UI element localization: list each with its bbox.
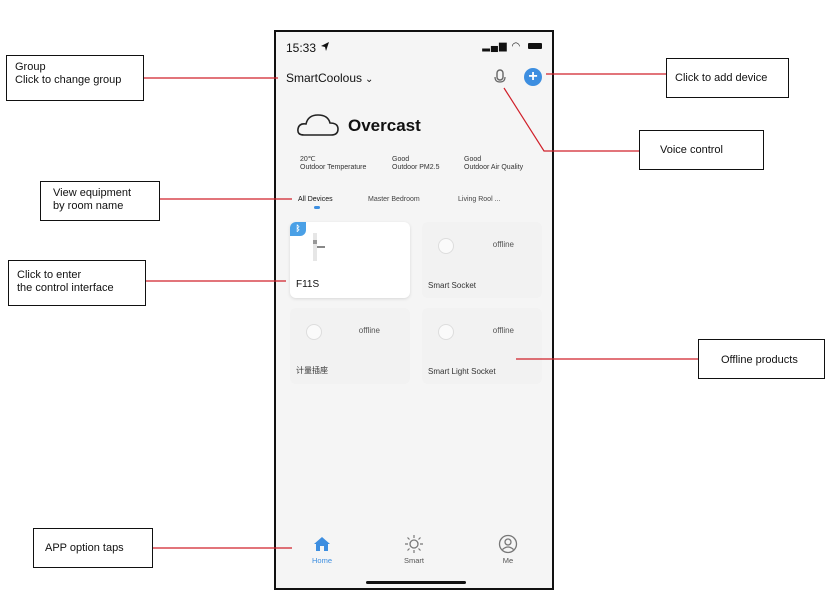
device-status: offline (492, 326, 514, 335)
annotation-text: Click to enter (17, 269, 82, 281)
bluetooth-icon: ᛒ (290, 222, 306, 236)
device-card-smart-socket[interactable]: offline Smart Socket (422, 222, 542, 298)
device-name: 计量插座 (296, 366, 328, 375)
annotation-voice-control: Voice control (639, 130, 764, 170)
stat-label: Outdoor Air Quality (464, 164, 524, 171)
annotation-text: the control interface (17, 281, 114, 294)
stat-label: Outdoor PM2.5 (392, 164, 440, 171)
annotation-app-tabs: APP option taps (33, 528, 153, 568)
annotation-add-device: Click to add device (666, 58, 789, 98)
signal-icon: ▂▄▆ (482, 41, 508, 52)
annotation-text: by room name (53, 199, 124, 212)
weather-summary: Overcast (296, 110, 516, 142)
annotation-text: Voice control (660, 144, 723, 156)
wifi-icon: ◠ (511, 41, 522, 52)
device-placeholder-icon (438, 238, 454, 254)
annotation-text: Group (15, 61, 46, 73)
app-header: SmartCoolous⌄ + (276, 68, 552, 92)
stat-pm25: Good Outdoor PM2.5 (392, 156, 439, 172)
nav-smart[interactable]: Smart (384, 534, 444, 565)
device-card-f11s[interactable]: ᛒ F11S (290, 222, 410, 298)
tab-living-room[interactable]: Living Rool ... (458, 196, 501, 203)
annotation-room-name: View equipment by room name (40, 181, 160, 221)
microphone-icon[interactable] (492, 69, 508, 85)
stat-value: Good (464, 156, 482, 163)
bottom-nav: Home Smart Me (276, 528, 552, 588)
user-icon (498, 534, 518, 554)
device-placeholder-icon (306, 324, 322, 340)
annotation-text: APP option taps (45, 542, 124, 554)
device-status: offline (492, 240, 514, 249)
device-card-metering-socket[interactable]: offline 计量插座 (290, 308, 410, 384)
tab-master-bedroom[interactable]: Master Bedroom (368, 196, 420, 203)
nav-label: Smart (403, 556, 424, 565)
phone-screen: 15:33 ▂▄▆ ◠ SmartCoolous⌄ + Overcast 20℃… (274, 30, 554, 590)
battery-icon (528, 43, 542, 50)
stat-value: Good (392, 156, 410, 163)
tab-all-devices[interactable]: All Devices (298, 196, 333, 203)
annotation-text: Click to change group (15, 73, 122, 86)
location-arrow-icon (321, 42, 329, 51)
nav-label: Home (311, 556, 332, 565)
stat-label: Outdoor Temperature (300, 164, 367, 171)
home-indicator (366, 581, 466, 584)
stat-temperature: 20℃ Outdoor Temperature (300, 156, 366, 172)
nav-label: Me (502, 556, 514, 565)
annotation-text: View equipment (53, 187, 132, 199)
chevron-down-icon: ⌄ (365, 74, 374, 85)
stat-value: 20℃ (300, 156, 316, 163)
add-device-button[interactable]: + (524, 68, 542, 86)
device-placeholder-icon (438, 324, 454, 340)
weather-condition: Overcast (348, 116, 421, 135)
cloud-icon (297, 114, 339, 136)
annotation-offline-products: Offline products (698, 339, 825, 379)
device-name: Smart Light Socket (428, 367, 496, 376)
tab-indicator (314, 206, 320, 209)
annotation-control-interface: Click to enter the control interface (8, 260, 146, 306)
door-lock-icon (313, 233, 325, 261)
device-card-smart-light-socket[interactable]: offline Smart Light Socket (422, 308, 542, 384)
group-selector[interactable]: SmartCoolous⌄ (286, 71, 373, 85)
annotation-text: Offline products (721, 354, 798, 366)
stat-air-quality: Good Outdoor Air Quality (464, 156, 523, 172)
sun-icon (405, 535, 423, 553)
nav-me[interactable]: Me (478, 534, 538, 565)
annotation-group: Group Click to change group (6, 55, 144, 101)
device-name: Smart Socket (428, 281, 477, 290)
status-time: 15:33 (286, 41, 317, 55)
annotation-text: Click to add device (675, 72, 768, 84)
home-icon (314, 537, 330, 551)
status-bar: 15:33 ▂▄▆ ◠ (276, 32, 552, 62)
device-name: F11S (296, 279, 320, 290)
group-name: SmartCoolous (286, 71, 363, 85)
device-status: offline (358, 326, 380, 335)
nav-home[interactable]: Home (292, 534, 352, 565)
room-tabs: All Devices Master Bedroom Living Rool .… (276, 194, 552, 212)
status-icons: ▂▄▆ ◠ (482, 41, 542, 52)
